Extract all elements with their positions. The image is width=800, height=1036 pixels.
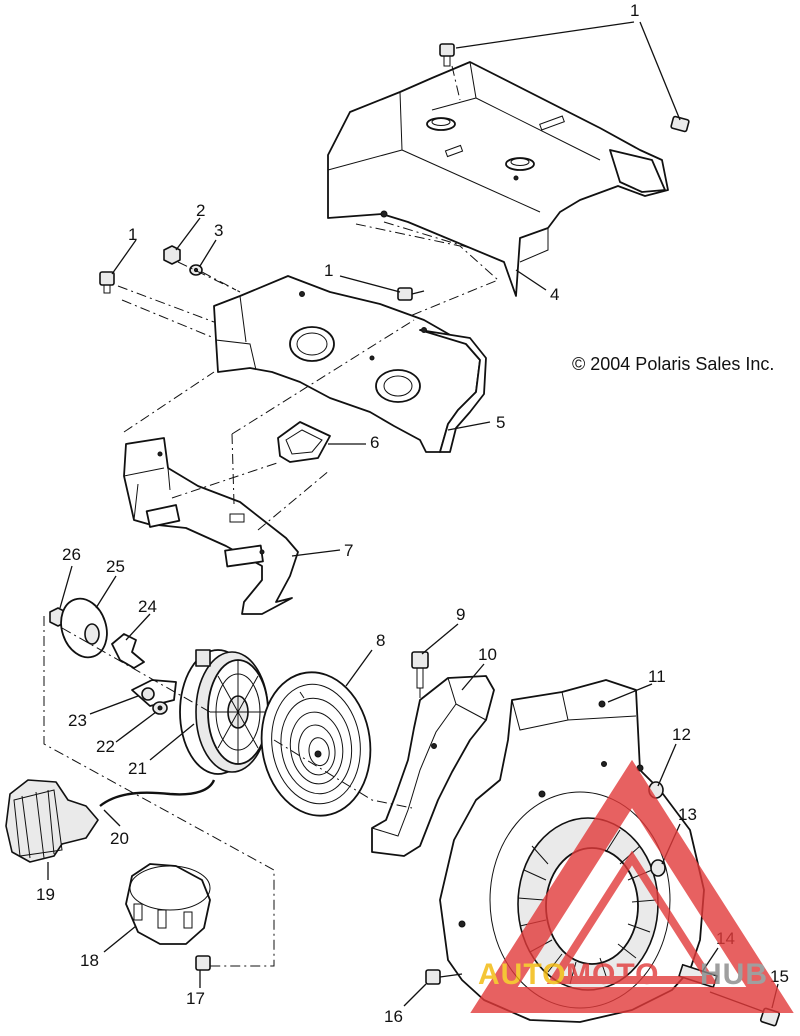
watermark-triangle-icon (470, 759, 794, 1013)
callout-23: 23 (68, 711, 87, 730)
part-21-reel (179, 649, 269, 775)
part-8-recoil-spring (260, 671, 372, 817)
callout-11: 11 (648, 667, 666, 686)
callout-12: 12 (672, 725, 691, 744)
bolt-9 (411, 651, 429, 689)
callout-2: 2 (196, 201, 205, 220)
part-19-starter-handle (5, 779, 99, 863)
watermark-moto-text: MOTO (566, 958, 659, 991)
nut-2 (163, 245, 181, 265)
callout-7: 7 (344, 541, 353, 560)
callout-24: 24 (138, 597, 157, 616)
callout-10: 10 (478, 645, 497, 664)
callout-3: 3 (214, 221, 223, 240)
bolt-16 (425, 969, 463, 985)
callout-1-left: 1 (128, 225, 137, 244)
callout-16: 16 (384, 1007, 403, 1026)
part-18-starter-cup (125, 863, 211, 945)
watermark-auto-text: AUTO (478, 958, 566, 991)
part-23-pawl (131, 679, 177, 707)
callout-18: 18 (80, 951, 99, 970)
watermark-inner-triangle-icon (546, 850, 718, 984)
washer-3 (189, 264, 203, 276)
assembly-lines-upper (117, 65, 499, 531)
callout-19: 19 (36, 885, 55, 904)
part-10-starter-bracket (371, 675, 495, 857)
part-6-gasket (277, 421, 331, 463)
part-7-bracket (123, 437, 299, 615)
callout-21: 21 (128, 759, 147, 778)
watermark-hub-text: HUB (700, 958, 768, 991)
part-5-lower-shroud (213, 275, 487, 453)
callout-25: 25 (106, 557, 125, 576)
callout-26: 26 (62, 545, 81, 564)
screw-1-top-left (439, 43, 455, 67)
callout-4: 4 (550, 285, 559, 304)
part-22-spring (152, 701, 168, 715)
screw-1-mid (397, 287, 425, 301)
callout-1-mid: 1 (324, 261, 333, 280)
assembly-lines-lower (43, 616, 421, 967)
callout-20: 20 (110, 829, 129, 848)
copyright-text: © 2004 Polaris Sales Inc. (572, 354, 774, 374)
callout-13: 13 (678, 805, 697, 824)
part-25-pulley (60, 597, 108, 659)
callout-17: 17 (186, 989, 205, 1008)
callout-8: 8 (376, 631, 385, 650)
part-4-upper-shroud (327, 61, 669, 297)
bolt-17 (195, 955, 211, 971)
part-20-starter-rope (99, 779, 216, 807)
callout-22: 22 (96, 737, 115, 756)
callout-9: 9 (456, 605, 465, 624)
callout-15: 15 (770, 967, 789, 986)
screw-1-top-right (670, 115, 690, 133)
part-24-ratchet (111, 633, 145, 669)
callout-1-top: 1 (630, 1, 639, 20)
callout-5: 5 (496, 413, 505, 432)
watermark-logo: AUTO MOTO HUB (470, 759, 794, 1013)
callout-6: 6 (370, 433, 379, 452)
nut-13 (650, 859, 666, 877)
screw-1-left (99, 271, 115, 294)
